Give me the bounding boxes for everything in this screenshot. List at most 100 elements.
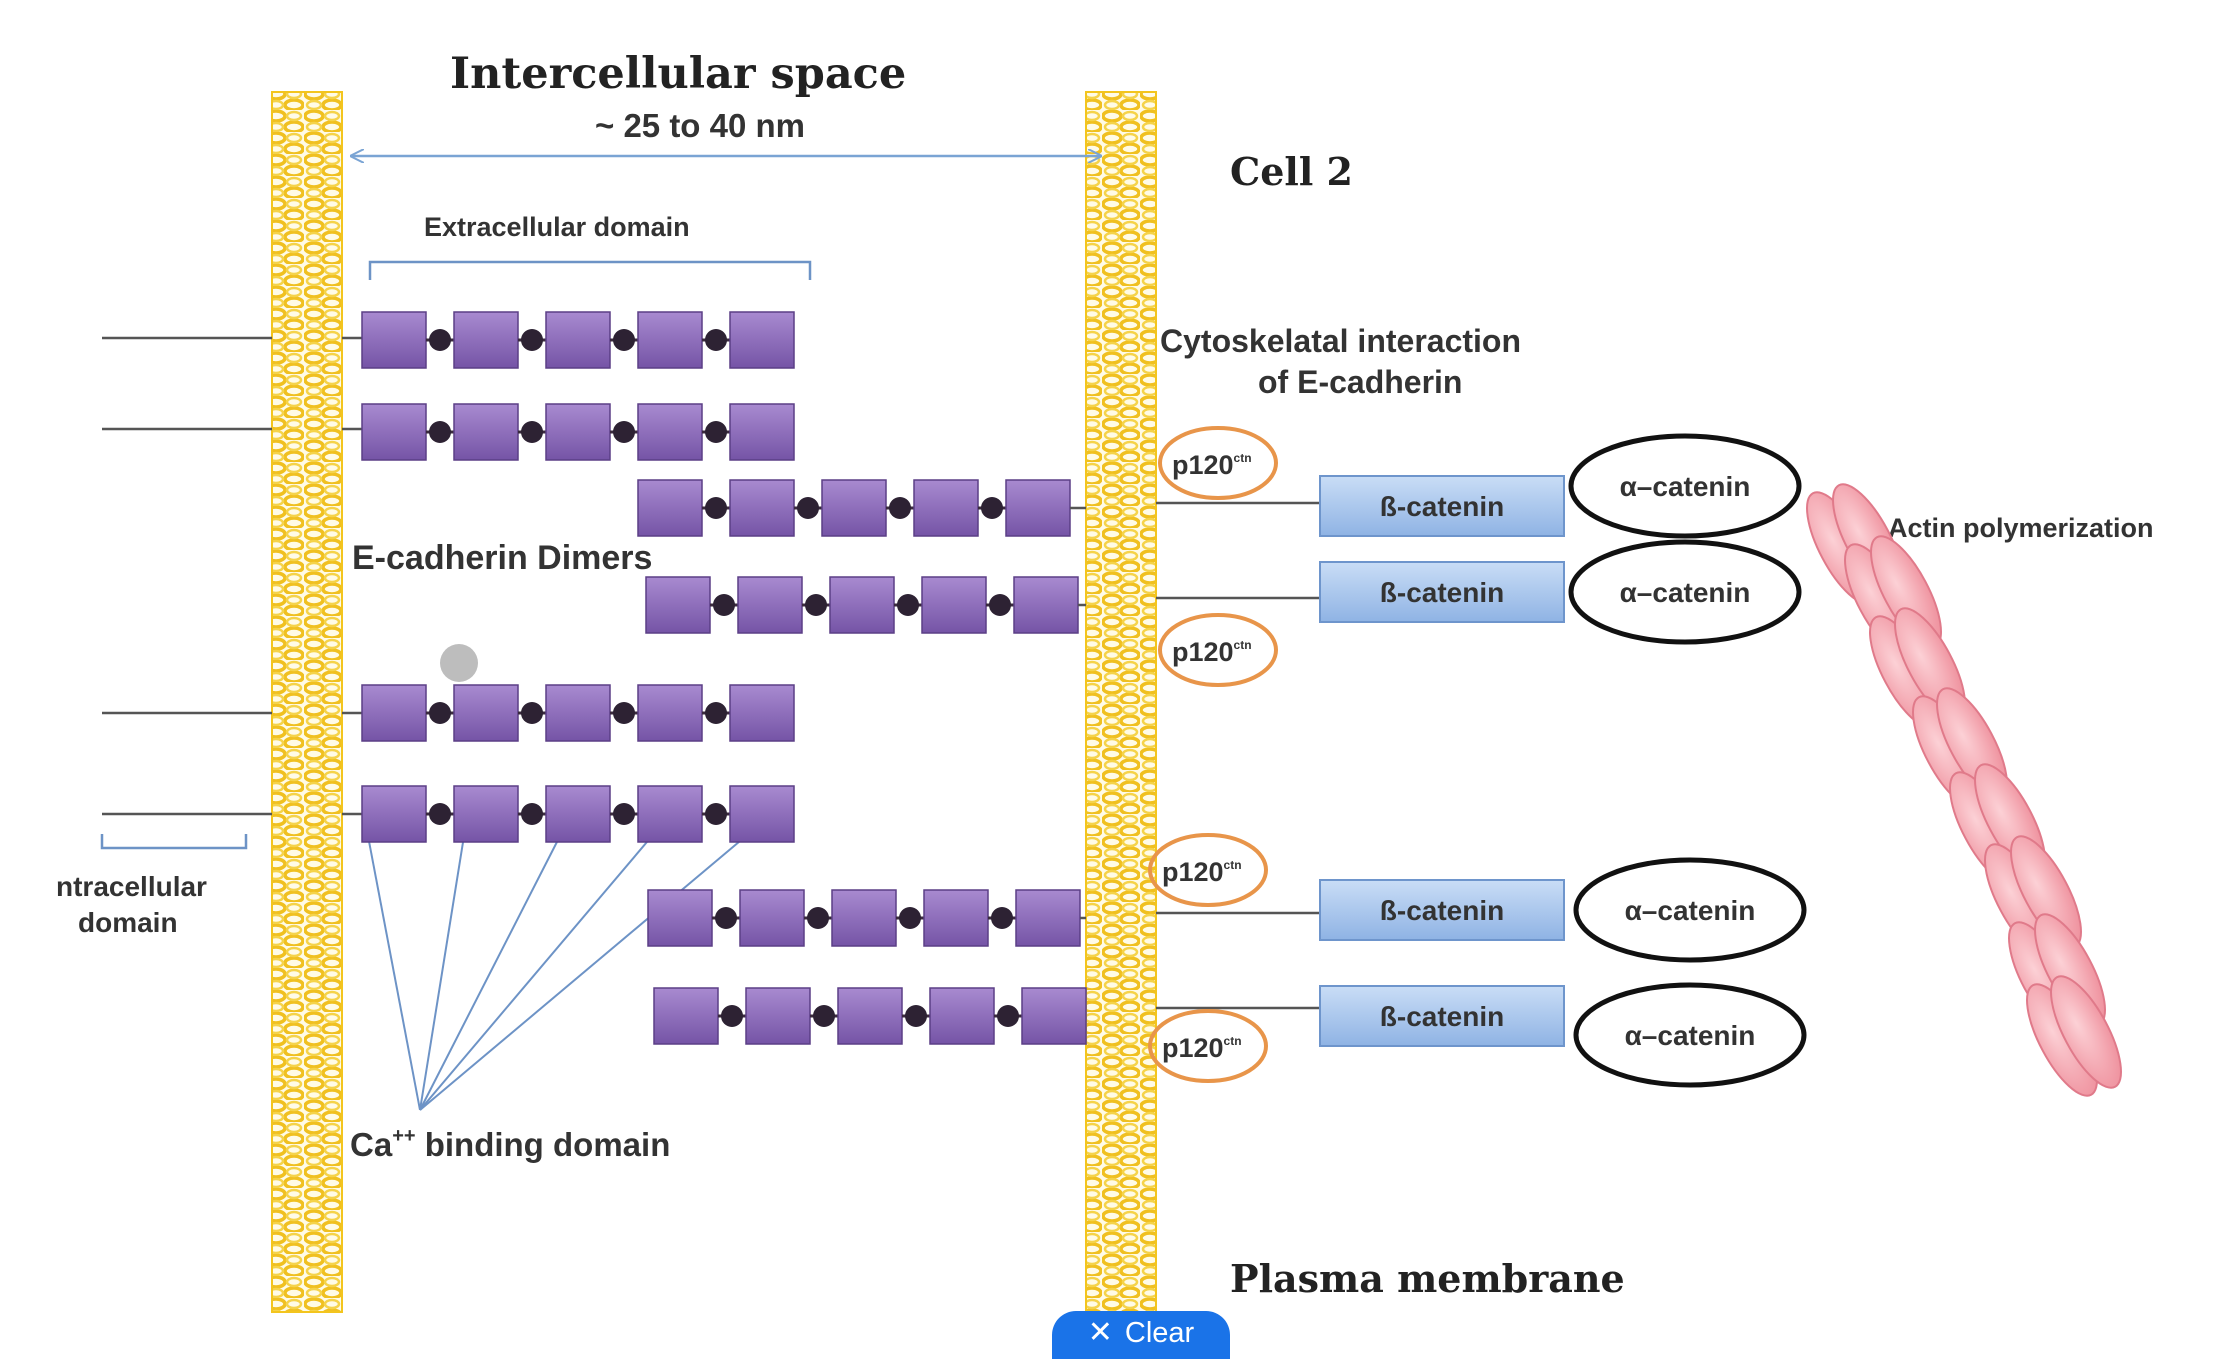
ca-binding-site [521, 803, 543, 825]
ca-binding-site [613, 421, 635, 443]
p120-ring [1148, 833, 1268, 907]
ecadherin-molecule [637, 479, 1086, 537]
cadherin-domain [729, 479, 795, 537]
cadherin-domain [923, 889, 989, 947]
cadherin-domain [1015, 889, 1081, 947]
beta-catenin: ß-catenin [1319, 561, 1565, 623]
cadherin-domain [1005, 479, 1071, 537]
cadherin-domain [545, 311, 611, 369]
cadherin-domain [745, 987, 811, 1045]
cadherin-domain [929, 987, 995, 1045]
ca-binding-site [613, 702, 635, 724]
extracellular-domain-label: Extracellular domain [424, 212, 690, 242]
ecadherin-molecule [645, 576, 1086, 634]
cadherin-domain [545, 684, 611, 742]
ca-binding-site [797, 497, 819, 519]
cadherin-domain [1021, 987, 1087, 1045]
ecadherin-molecule [361, 785, 795, 843]
ca-binding-site [521, 702, 543, 724]
distance-label: ~ 25 to 40 nm [595, 107, 805, 144]
alpha-catenin-label: α–catenin [1620, 471, 1751, 502]
cadherin-domain [645, 576, 711, 634]
ecadherin-molecule [647, 889, 1086, 947]
alpha-catenin-label: α–catenin [1625, 1020, 1756, 1051]
ca-binding-site [429, 803, 451, 825]
cadherin-domain [453, 311, 519, 369]
p120-catenin: p120ctn [1158, 426, 1278, 500]
ecadherin-dimers-label: E-cadherin Dimers [352, 539, 652, 577]
intracellular-bracket [100, 834, 248, 850]
beta-catenin-box [1319, 561, 1565, 623]
ecadherin-molecule [361, 403, 795, 461]
ca-binding-site [429, 702, 451, 724]
beta-catenin-label: ß-catenin [1380, 1001, 1504, 1032]
close-icon: ✕ [1087, 1316, 1113, 1349]
alpha-catenin-ring [1568, 433, 1802, 539]
alpha-catenin: α–catenin [1573, 857, 1807, 963]
p120-label: p120ctn [1162, 1033, 1242, 1063]
ca-binding-site [705, 702, 727, 724]
cadherin-domain [1013, 576, 1079, 634]
left-membrane [271, 91, 343, 1313]
p120-ring [1158, 426, 1278, 500]
cadherin-domain [653, 987, 719, 1045]
alpha-catenin: α–catenin [1568, 433, 1802, 539]
p120-label: p120ctn [1162, 857, 1242, 887]
ca-binding-site [989, 594, 1011, 616]
beta-catenin-label: ß-catenin [1380, 577, 1504, 608]
cadherin-domain [361, 311, 427, 369]
cadherin-domain [361, 403, 427, 461]
beta-catenin: ß-catenin [1319, 879, 1565, 941]
cytoskeletal-label-2: of E-cadherin [1258, 364, 1462, 400]
p120-ring [1148, 1009, 1268, 1083]
cadherin-domain [361, 785, 427, 843]
ca-binding-site [429, 329, 451, 351]
cadherin-domain [637, 479, 703, 537]
cadherin-domain [729, 311, 795, 369]
cadherin-domain [545, 785, 611, 843]
intracellular-tails [102, 336, 362, 816]
ecadherin-molecule [653, 987, 1087, 1045]
extracellular-bracket [368, 260, 812, 280]
ca-binding-site [613, 803, 635, 825]
actin-polymerization-label: Actin polymerization [1888, 513, 2154, 543]
p120-catenin: p120ctn [1148, 1009, 1268, 1083]
clear-button[interactable]: ✕ Clear [1052, 1311, 1230, 1359]
cadherin-domain [913, 479, 979, 537]
ca-binding-site [521, 329, 543, 351]
ca-binding-site [613, 329, 635, 351]
ca-binding-site [521, 421, 543, 443]
alpha-catenin-ring [1568, 539, 1802, 645]
ca-binding-site [715, 907, 737, 929]
cadherin-domain [637, 684, 703, 742]
p120-catenin: p120ctn [1148, 833, 1268, 907]
cadherin-domain [361, 684, 427, 742]
cadherin-domain [453, 684, 519, 742]
beta-catenin-label: ß-catenin [1380, 491, 1504, 522]
alpha-catenin-ring [1573, 857, 1807, 963]
alpha-catenin: α–catenin [1573, 982, 1807, 1088]
ca-binding-site [813, 1005, 835, 1027]
cadherin-domain [831, 889, 897, 947]
clear-button-label: Clear [1124, 1316, 1195, 1349]
alpha-catenin-label: α–catenin [1620, 577, 1751, 608]
cadherin-domain [739, 889, 805, 947]
cadherin-molecules [361, 311, 1087, 1045]
cadherin-domain [637, 311, 703, 369]
binding-domain-text: binding domain [416, 1126, 671, 1163]
cadherin-domain [729, 684, 795, 742]
cadherin-domain [921, 576, 987, 634]
p120-label: p120ctn [1172, 637, 1252, 667]
p120-label: p120ctn [1172, 450, 1252, 480]
ca-binding-site [705, 421, 727, 443]
ca-binding-site [721, 1005, 743, 1027]
beta-catenin-box [1319, 879, 1565, 941]
cadherin-domain [829, 576, 895, 634]
alpha-catenin: α–catenin [1568, 539, 1802, 645]
cadherin-domain [453, 785, 519, 843]
ca-binding-lines [367, 835, 747, 1111]
ca-text: Ca [350, 1126, 393, 1163]
alpha-catenin-label: α–catenin [1625, 895, 1756, 926]
beta-catenin: ß-catenin [1319, 475, 1565, 537]
cell-2-label: Cell 2 [1230, 149, 1353, 194]
